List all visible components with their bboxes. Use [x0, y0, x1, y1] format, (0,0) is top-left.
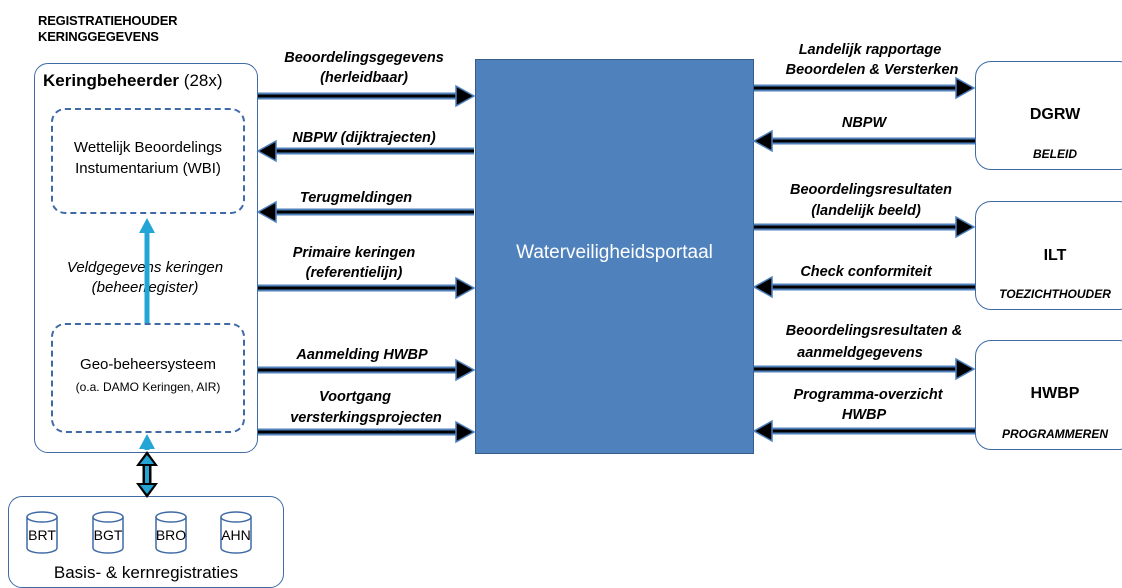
- flow-label-primaire-keringen-2: (referentielijn): [305, 265, 403, 281]
- keringbeheerder-name: Keringbeheerder: [43, 71, 180, 90]
- arrow-keringbeheerder-basis: [136, 451, 158, 498]
- flow-label-nbpw: NBPW: [841, 115, 887, 131]
- ilt-box: ILT TOEZICHTHOUDER: [975, 201, 1122, 310]
- flow-label-check-conformiteit: Check conformiteit: [800, 264, 932, 280]
- flow-label-aanmelding-hwbp: Aanmelding HWBP: [296, 347, 428, 363]
- hwbp-box: HWBP PROGRAMMEREN: [975, 340, 1122, 450]
- keringbeheerder-count: (28x): [183, 71, 223, 90]
- flow-label-programma-overzicht-1: Programma-overzicht: [793, 387, 943, 403]
- keringbeheerder-title: Keringbeheerder (28x): [43, 71, 223, 91]
- wbi-box: [51, 108, 245, 214]
- portal-label: Waterveiligheidsportaal: [516, 242, 713, 263]
- flow-label-landelijk-rapportage-2: Beoordelen & Versterken: [785, 62, 959, 78]
- geo-beheersysteem-box: [51, 323, 245, 433]
- ilt-name: ILT: [1043, 247, 1067, 264]
- dgrw-box: DGRW BELEID: [975, 61, 1122, 170]
- flow-label-voortgang-1: Voortgang: [319, 389, 391, 405]
- flow-label-beoordelingsgegevens-2: (herleidbaar): [320, 70, 408, 86]
- basis-item-brt: BRT: [28, 527, 56, 543]
- header-line-2: KERINGGEGEVENS: [38, 29, 159, 44]
- flow-label-beoordelingsresultaten-landelijk-2: (landelijk beeld): [811, 203, 921, 219]
- arrow-beoordelingsgegevens: [258, 84, 476, 108]
- flow-label-nbpw-dijktrajecten: NBPW (dijktrajecten): [292, 130, 436, 146]
- basis-label: Basis- & kernregistraties: [53, 563, 239, 582]
- arrow-nbpw: [752, 129, 975, 153]
- basis-item-bro: BRO: [155, 527, 187, 543]
- ilt-role: TOEZICHTHOUDER: [999, 287, 1111, 301]
- flow-label-beoordelingsgegevens-1: Beoordelingsgegevens: [284, 50, 444, 66]
- flow-label-primaire-keringen-1: Primaire keringen: [292, 245, 416, 261]
- waterveiligheidsportaal: Waterveiligheidsportaal: [475, 59, 754, 454]
- flow-label-terugmeldingen: Terugmeldingen: [299, 190, 413, 206]
- wbi-label-2: Instumentarium (WBI): [75, 160, 221, 177]
- geo-label-2: (o.a. DAMO Keringen, AIR): [75, 380, 221, 394]
- flow-label-programma-overzicht-2: HWBP: [841, 407, 887, 423]
- flow-label-beoordelingsresultaten-aanmeld-2: aanmeldgegevens: [797, 345, 923, 361]
- basis-item-ahn: AHN: [221, 527, 251, 543]
- flow-label-beoordelingsresultaten-aanmeld-1: Beoordelingsresultaten &: [785, 323, 963, 339]
- flow-label-landelijk-rapportage-1: Landelijk rapportage: [798, 42, 942, 58]
- dgrw-name: DGRW: [1029, 106, 1081, 123]
- hwbp-role: PROGRAMMEREN: [1001, 427, 1108, 441]
- wbi-label-1: Wettelijk Beoordelings: [73, 139, 223, 156]
- header-line-1: REGISTRATIEHOUDER: [38, 13, 178, 28]
- flow-label-beoordelingsresultaten-landelijk-1: Beoordelingsresultaten: [790, 182, 952, 198]
- dgrw-role: BELEID: [1032, 147, 1077, 161]
- veldgegevens-label-2: (beheerregister): [91, 279, 199, 296]
- registratiehouder-header: REGISTRATIEHOUDER KERINGGEGEVENS: [38, 13, 178, 45]
- flow-label-voortgang-2: versterkingsprojecten: [290, 410, 442, 426]
- geo-label-1: Geo-beheersysteem: [80, 356, 216, 373]
- veldgegevens-label-1: Veldgegevens keringen: [66, 259, 224, 276]
- basis-item-bgt: BGT: [93, 527, 123, 543]
- hwbp-name: HWBP: [1030, 385, 1080, 402]
- arrow-landelijk-rapportage: [754, 76, 976, 100]
